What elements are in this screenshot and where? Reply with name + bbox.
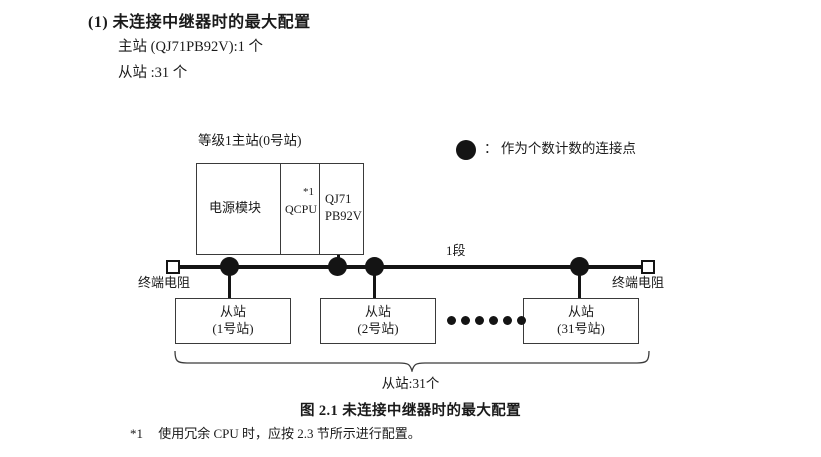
drop-line-slave-31	[578, 266, 581, 298]
section-title: (1) 未连接中继器时的最大配置	[88, 14, 311, 31]
ellipsis-dot	[447, 316, 456, 325]
slave-2-name: 从站	[364, 304, 391, 320]
master-module-rack: 电源模块 QCPU *1 QJ71 PB92V	[196, 163, 364, 255]
slave-count-line: 从站 :31 个	[118, 65, 188, 81]
cell-qcpu-footnote-mark: *1	[303, 186, 314, 198]
legend-filled-circle-icon	[456, 140, 476, 160]
slave-station-1: 从站 (1号站)	[175, 298, 291, 344]
slave-31-name: 从站	[567, 304, 594, 320]
slave-station-2: 从站 (2号站)	[320, 298, 436, 344]
slave-2-station: (2号站)	[357, 321, 399, 336]
slave-1-station: (1号站)	[212, 321, 254, 336]
footnote-line: *1 使用冗余 CPU 时，应按 2.3 节所示进行配置。	[130, 423, 421, 442]
terminator-right-icon	[641, 260, 655, 274]
connection-dot-master	[328, 257, 347, 276]
master-count-line: 主站 (QJ71PB92V):1 个	[118, 39, 264, 55]
slave-group-brace	[174, 350, 650, 372]
legend-label: ： 作为个数计数的连接点	[484, 141, 636, 156]
ellipsis-dot	[461, 316, 470, 325]
rack-divider-2	[319, 164, 321, 254]
terminator-left-icon	[166, 260, 180, 274]
terminator-right-label: 终端电阻	[612, 275, 665, 290]
ellipsis-dot	[489, 316, 498, 325]
cell-pb92v-label-line2: PB92V	[325, 209, 362, 223]
cell-qcpu-label: QCPU	[285, 202, 318, 216]
ellipsis-dot	[475, 316, 484, 325]
terminator-left-label: 终端电阻	[138, 275, 191, 290]
slave-31-station: (31号站)	[557, 321, 605, 336]
bus-trunk-line	[173, 265, 648, 269]
cell-pb92v-label-line1: QJ71	[325, 192, 352, 206]
ellipsis-dot	[517, 316, 526, 325]
slave-group-label: 从站:31个	[381, 376, 440, 391]
bus-segment-label: 1段	[446, 243, 466, 258]
drop-line-slave-2	[373, 266, 376, 298]
slave-1-name: 从站	[219, 304, 246, 320]
figure-caption: 图 2.1 未连接中继器时的最大配置	[299, 403, 522, 419]
ellipsis-dot	[503, 316, 512, 325]
slave-station-31: 从站 (31号站)	[523, 298, 639, 344]
master-station-label: 等级1主站(0号站)	[198, 133, 302, 148]
drop-line-slave-1	[228, 266, 231, 298]
rack-divider-1	[280, 164, 282, 254]
footnote-text: 使用冗余 CPU 时，应按 2.3 节所示进行配置。	[158, 426, 421, 441]
footnote-mark: *1	[130, 426, 143, 441]
cell-power-supply-label: 电源模块	[209, 200, 262, 215]
